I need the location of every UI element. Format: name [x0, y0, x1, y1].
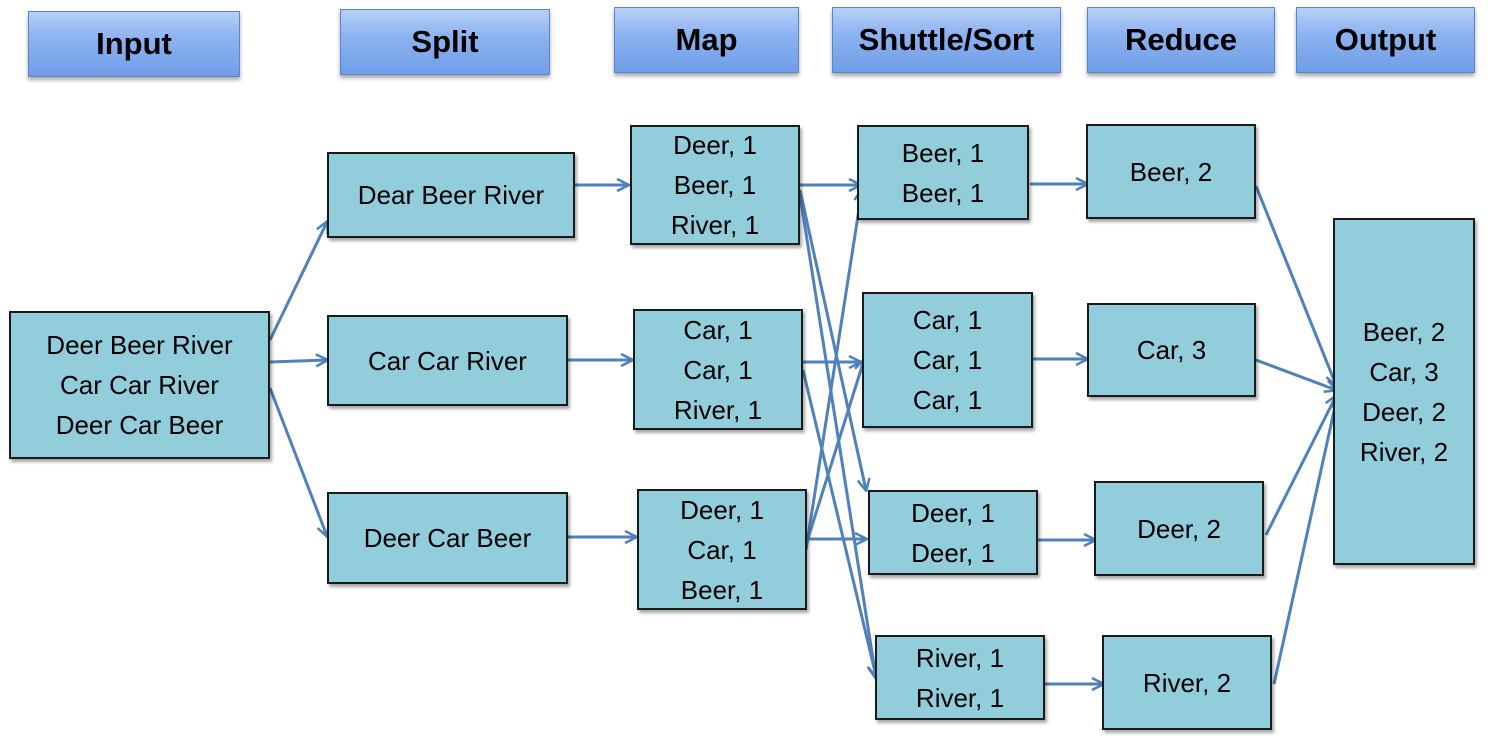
- stage-header-shuffle-label: Shuttle/Sort: [858, 22, 1035, 57]
- shuffle-node-river: River, 1 River, 1: [875, 635, 1045, 720]
- split-node-2: Car Car River: [327, 315, 568, 406]
- arrow-map2-river: [801, 369, 876, 676]
- reduce-result: Beer, 2: [1129, 156, 1213, 187]
- arrow-input-split3: [268, 387, 327, 536]
- split-node-1: Dear Beer River: [327, 152, 575, 238]
- arrow-map3-beer: [804, 190, 862, 551]
- stage-header-map: Map: [614, 7, 799, 73]
- map-node-3: Deer, 1 Car, 1 Beer, 1: [637, 489, 807, 610]
- stage-header-input-label: Input: [96, 26, 172, 61]
- shuffle-pair: River, 1: [915, 642, 1005, 673]
- map-pair: Car, 1: [687, 534, 757, 565]
- reduce-result: Car, 3: [1136, 335, 1207, 365]
- stage-header-split: Split: [340, 9, 550, 75]
- shuffle-pair: Car, 1: [912, 305, 983, 335]
- shuffle-pair: Beer, 1: [901, 177, 985, 208]
- split-label: Car Car River: [368, 345, 527, 376]
- output-line: River, 2: [1359, 437, 1449, 467]
- shuffle-pair: Car, 1: [912, 345, 983, 375]
- shuffle-node-car: Car, 1 Car, 1 Car, 1: [862, 292, 1033, 428]
- output-node: Beer, 2 Car, 3 Deer, 2 River, 2: [1333, 218, 1475, 565]
- split-node-3: Deer Car Beer: [327, 492, 568, 584]
- stage-header-map-label: Map: [675, 22, 738, 57]
- map-pair: Deer, 1: [680, 494, 764, 525]
- output-line: Car, 3: [1369, 357, 1439, 387]
- reduce-node-river: River, 2: [1102, 635, 1272, 730]
- arrow-reduce-output-beer: [1254, 185, 1336, 385]
- input-line: Deer Car Beer: [55, 410, 224, 440]
- stage-header-split-label: Split: [411, 24, 479, 59]
- reduce-result: River, 2: [1142, 667, 1232, 698]
- shuffle-pair: Deer, 1: [911, 537, 995, 568]
- shuffle-node-beer: Beer, 1 Beer, 1: [857, 125, 1029, 220]
- input-node: Deer Beer River Car Car River Deer Car B…: [9, 311, 270, 459]
- shuffle-node-deer: Deer, 1 Deer, 1: [868, 490, 1038, 575]
- map-pair: Car, 1: [683, 354, 753, 385]
- split-label: Dear Beer River: [357, 180, 545, 210]
- map-node-1: Deer, 1 Beer, 1 River, 1: [630, 125, 800, 245]
- reduce-node-beer: Beer, 2: [1086, 124, 1256, 219]
- map-pair: River, 1: [673, 394, 763, 425]
- input-line: Deer Beer River: [46, 330, 233, 360]
- map-pair: Deer, 1: [673, 130, 757, 160]
- stage-header-shuffle: Shuttle/Sort: [832, 7, 1061, 73]
- arrow-reduce-output-deer: [1264, 396, 1336, 536]
- arrow-input-split2: [269, 360, 327, 362]
- map-pair: Beer, 1: [680, 574, 764, 605]
- arrow-reduce-output-river: [1272, 402, 1336, 685]
- split-label: Deer Car Beer: [363, 523, 532, 553]
- arrow-reduce-output-car: [1255, 358, 1336, 390]
- stage-header-output: Output: [1296, 7, 1475, 73]
- stage-header-reduce-label: Reduce: [1125, 22, 1237, 57]
- arrow-map3-car: [804, 360, 864, 546]
- stage-header-output-label: Output: [1334, 22, 1437, 57]
- map-pair: River, 1: [670, 210, 760, 240]
- input-line: Car Car River: [60, 370, 219, 400]
- arrow-input-split1: [268, 222, 327, 341]
- output-line: Beer, 2: [1362, 317, 1446, 347]
- stage-header-reduce: Reduce: [1087, 7, 1275, 73]
- reduce-node-deer: Deer, 2: [1094, 481, 1264, 576]
- map-node-2: Car, 1 Car, 1 River, 1: [633, 309, 803, 430]
- shuffle-pair: River, 1: [915, 682, 1005, 713]
- stage-header-input: Input: [28, 11, 240, 77]
- reduce-node-car: Car, 3: [1087, 303, 1256, 397]
- shuffle-pair: Beer, 1: [901, 137, 985, 168]
- arrow-map1-river: [798, 194, 876, 678]
- arrow-map1-deer: [798, 189, 866, 490]
- shuffle-pair: Car, 1: [912, 385, 983, 415]
- reduce-result: Deer, 2: [1137, 513, 1221, 544]
- map-pair: Car, 1: [683, 314, 753, 345]
- map-pair: Beer, 1: [673, 170, 757, 200]
- output-line: Deer, 2: [1362, 397, 1446, 427]
- shuffle-pair: Deer, 1: [911, 497, 995, 528]
